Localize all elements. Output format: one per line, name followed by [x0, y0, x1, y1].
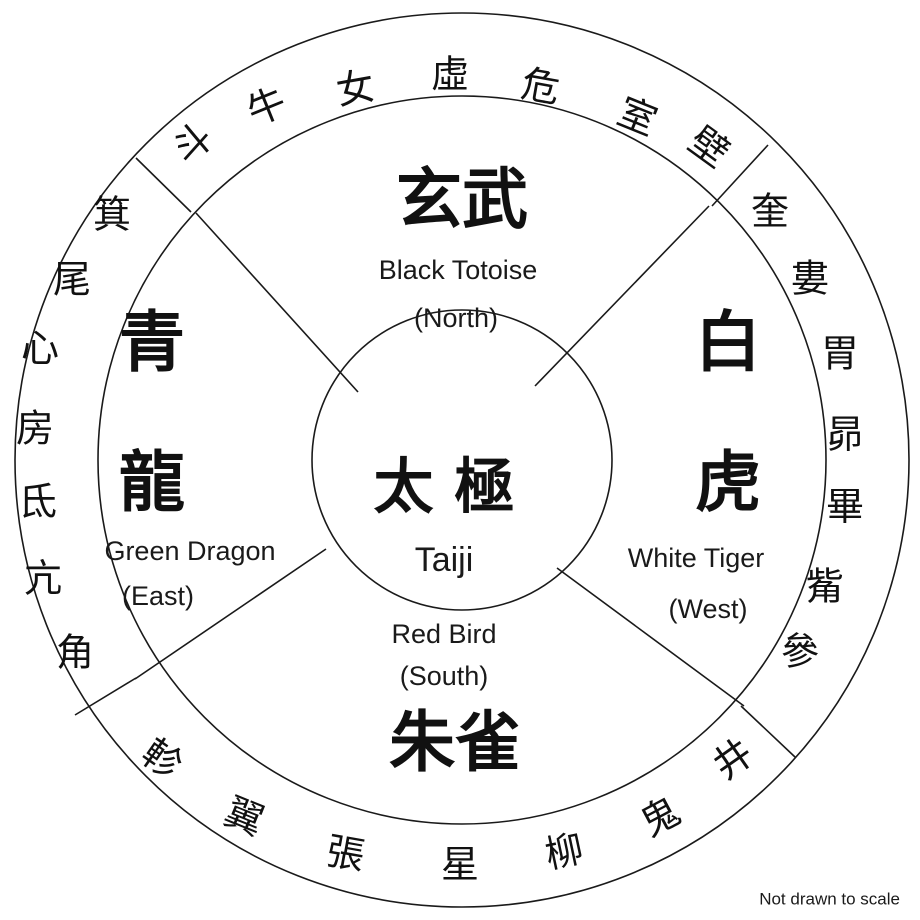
mansion-east-3: 氐 — [19, 480, 57, 524]
spoke-inner-se — [556, 567, 745, 707]
mansion-south-7: 軫 — [134, 730, 190, 788]
mansion-west-6: 觜 — [806, 565, 844, 609]
mansion-east-6: 尾 — [53, 258, 91, 302]
mansion-south-6: 翼 — [218, 789, 270, 844]
spoke-outer-nw — [135, 157, 192, 213]
mansion-north-6: 室 — [611, 89, 663, 144]
west-chinese-1: 白 — [695, 303, 761, 381]
mansion-north-5: 危 — [518, 62, 563, 112]
spoke-inner-sw — [134, 548, 327, 680]
mansion-south-4: 星 — [441, 843, 479, 887]
middle-ring — [97, 95, 827, 825]
taiji-name: Taiji — [415, 541, 474, 579]
east-direction: (East) — [122, 581, 194, 611]
spoke-inner-ne — [534, 205, 710, 387]
spoke-outer-sw — [74, 677, 137, 716]
mansion-west-7: 參 — [781, 630, 819, 674]
mansion-east-5: 心 — [21, 327, 59, 371]
spoke-inner-nw — [195, 212, 359, 393]
north-direction: (North) — [414, 303, 498, 333]
mansion-south-3: 柳 — [541, 826, 587, 877]
taiji-chinese: 太 極 — [374, 453, 515, 523]
mansion-north-2: 牛 — [241, 79, 293, 134]
west-chinese-2: 虎 — [695, 443, 761, 521]
east-chinese-2: 龍 — [119, 443, 185, 521]
mansion-west-2: 婁 — [791, 257, 829, 301]
mansion-south-5: 張 — [323, 829, 368, 879]
mansion-west-1: 奎 — [751, 190, 789, 234]
north-name: Black Totoise — [379, 255, 538, 285]
mansion-east-1: 角 — [56, 631, 94, 675]
mansion-west-3: 胃 — [821, 332, 859, 376]
west-name: White Tiger — [628, 543, 765, 573]
south-name: Red Bird — [391, 619, 496, 649]
mansion-east-7: 箕 — [93, 193, 131, 237]
outer-ring — [14, 12, 910, 908]
mansion-west-5: 畢 — [826, 485, 864, 529]
east-name: Green Dragon — [104, 536, 275, 566]
spoke-outer-se — [740, 705, 796, 758]
east-chinese-1: 青 — [119, 303, 185, 381]
mansion-east-4: 房 — [16, 407, 54, 451]
mansion-north-1: 斗 — [164, 114, 221, 172]
mansion-north-4: 虛 — [431, 53, 469, 97]
south-chinese: 朱雀 — [389, 703, 521, 781]
spoke-outer-ne — [711, 144, 769, 207]
mansion-east-2: 亢 — [24, 557, 62, 601]
inner-ring — [311, 309, 613, 611]
north-chinese: 玄武 — [396, 160, 528, 238]
mansion-north-7: 壁 — [681, 118, 738, 176]
scale-note: Not drawn to scale — [759, 889, 900, 908]
mansion-south-1: 井 — [705, 730, 761, 788]
mansion-west-4: 昴 — [826, 413, 864, 457]
mansion-south-2: 鬼 — [633, 789, 687, 846]
mansion-north-3: 女 — [333, 64, 378, 114]
west-direction: (West) — [669, 594, 748, 624]
south-direction: (South) — [400, 661, 489, 691]
